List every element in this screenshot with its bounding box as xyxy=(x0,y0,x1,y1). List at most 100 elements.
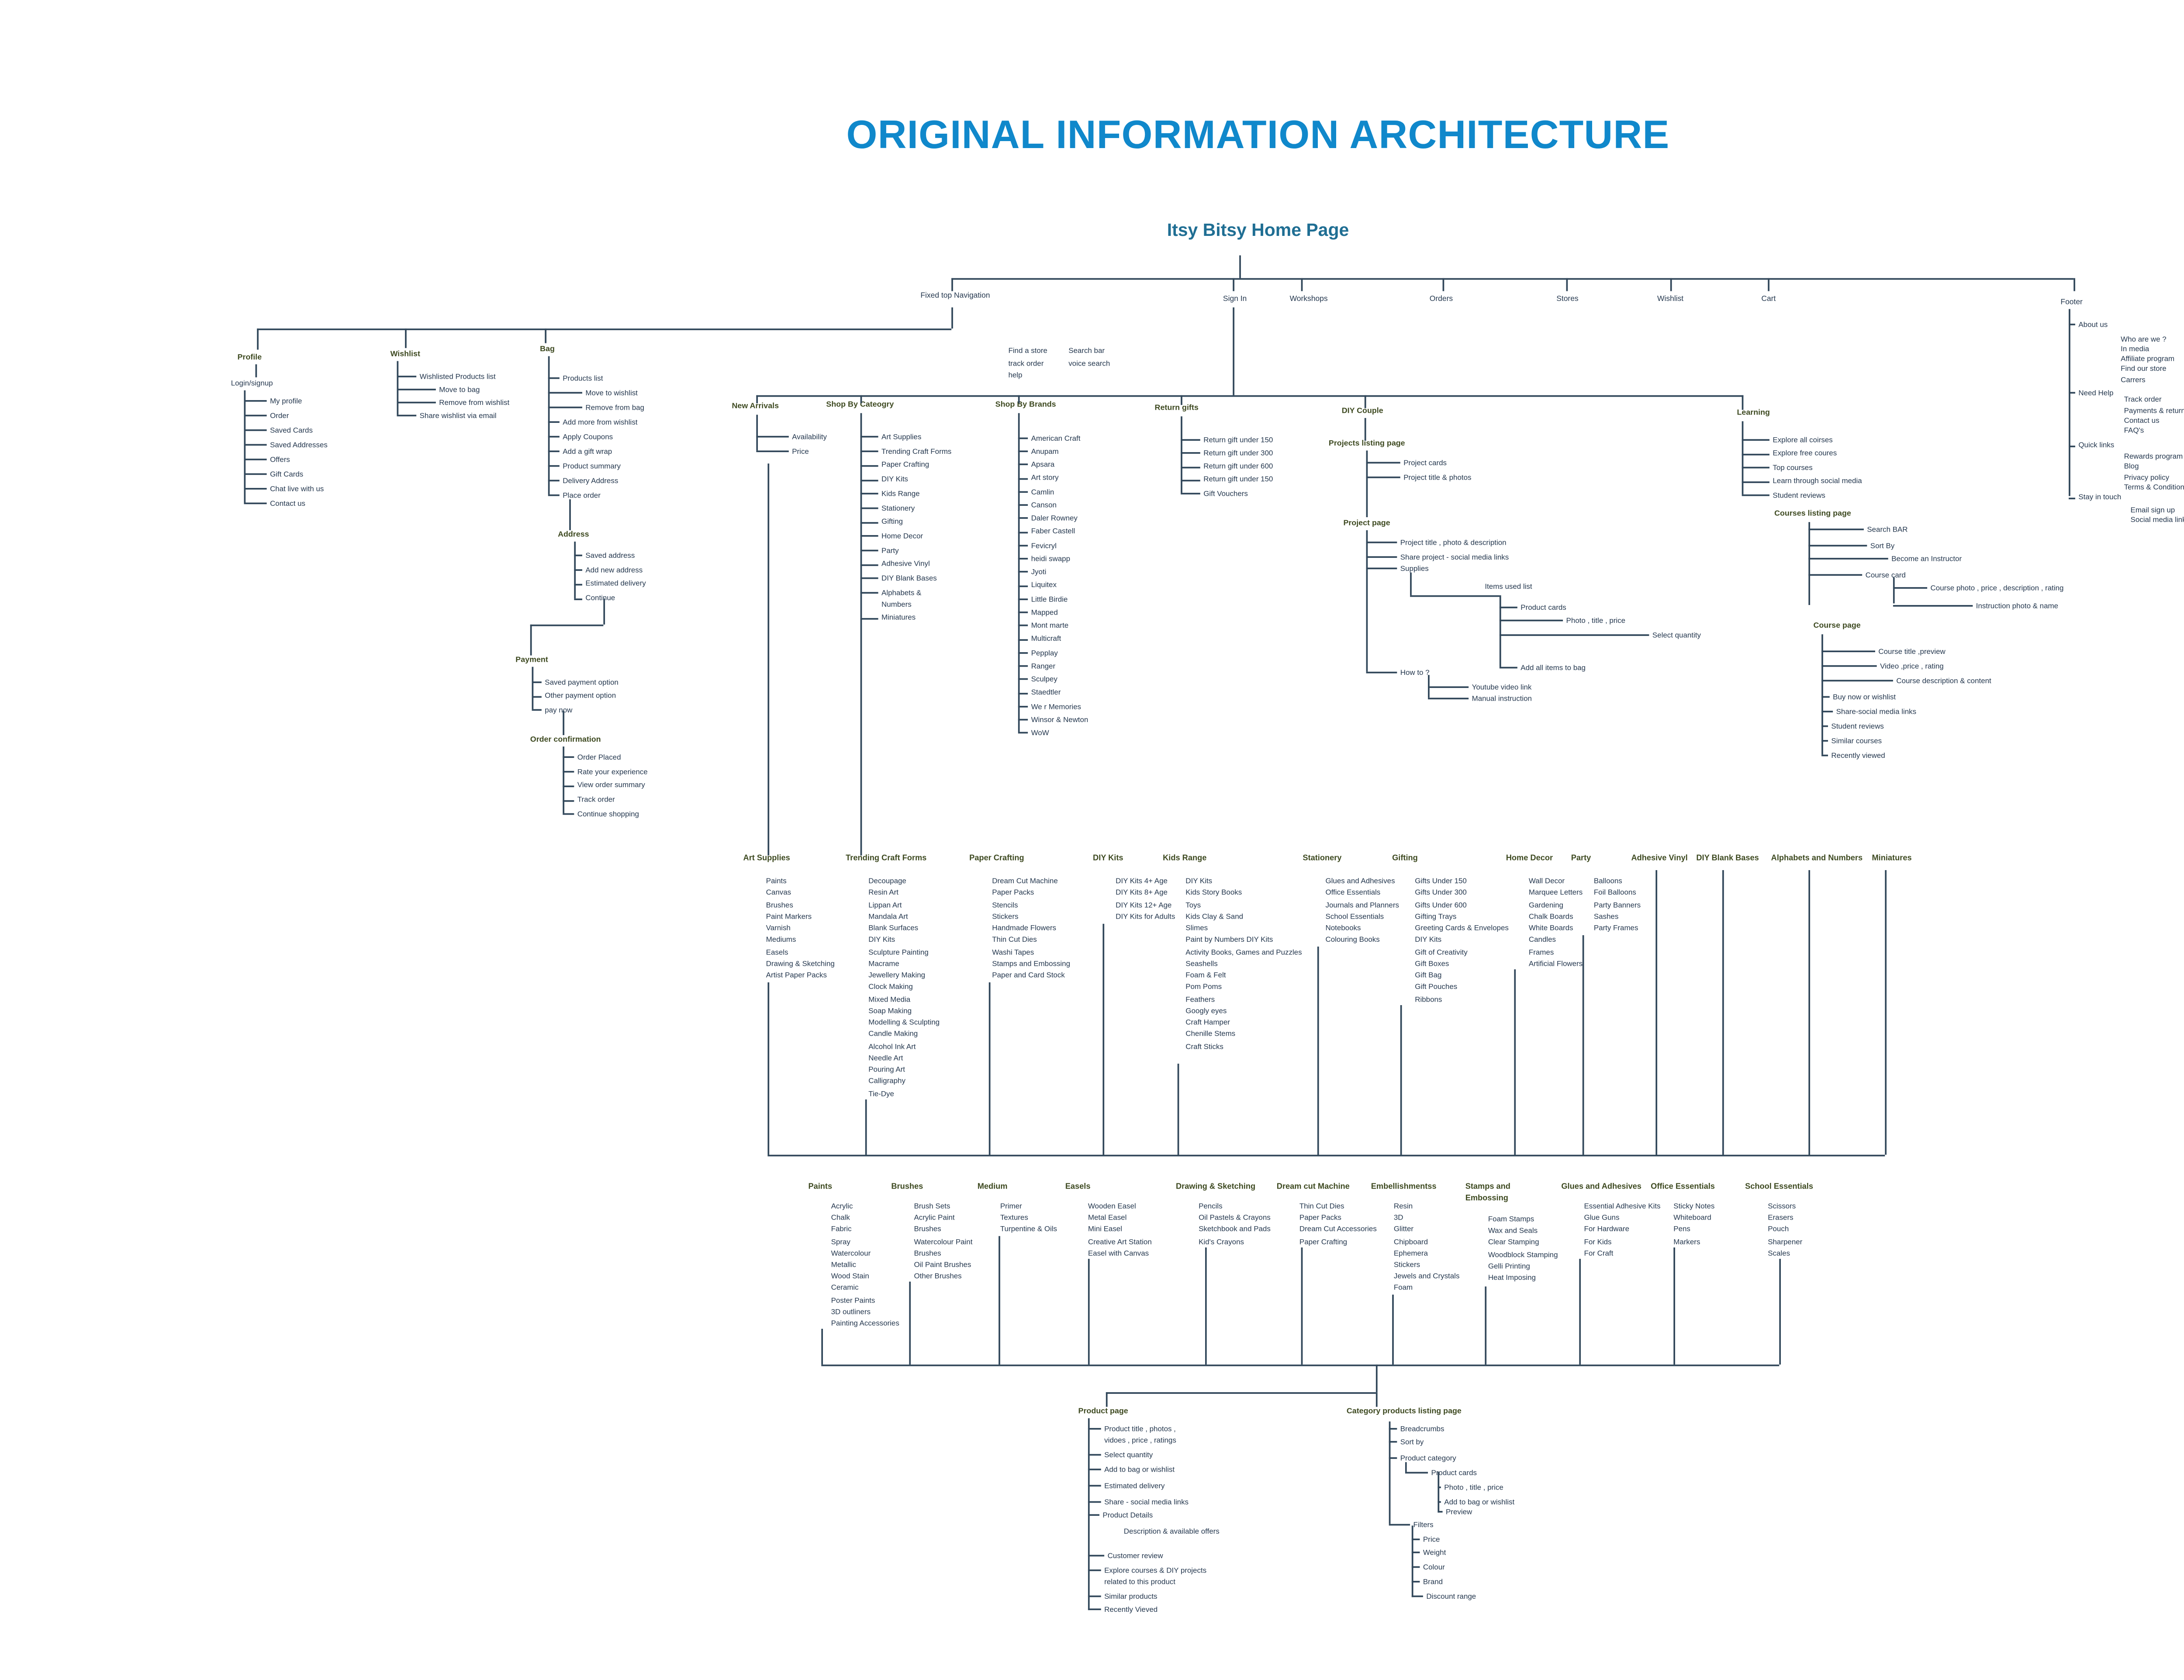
login-signup-item: My profile xyxy=(270,397,302,405)
connector-tick xyxy=(574,555,582,556)
connector-line xyxy=(1655,870,1656,1155)
order-confirmation-item: View order summary xyxy=(577,781,645,790)
home-decor-item: Artificial Flowers xyxy=(1528,959,1583,968)
connector-tick xyxy=(532,681,542,682)
connector-line xyxy=(1106,1392,1376,1393)
connector-tick xyxy=(860,592,878,593)
dream-cut-machine-item: Dream Cut Accessories xyxy=(1299,1225,1377,1234)
connector-line xyxy=(1768,278,1769,291)
connector-tick xyxy=(1411,1566,1420,1568)
shop-by-category-item: Adhesive Vinyl xyxy=(881,560,930,568)
connector-line xyxy=(1239,255,1240,278)
connector-spine xyxy=(548,356,549,494)
connector-tick xyxy=(1018,464,1028,465)
connector-line xyxy=(860,618,861,856)
connector-tick xyxy=(1438,1501,1441,1502)
connector-tick xyxy=(1821,725,1828,726)
address-item: Continue xyxy=(585,594,615,602)
connector-tick xyxy=(1018,665,1028,666)
learning-item: Top courses xyxy=(1773,463,1813,471)
home-decor-item: Marquee Letters xyxy=(1528,888,1583,897)
courses-listing-page-item: Course card xyxy=(1865,570,1906,578)
connector-tick xyxy=(860,578,878,579)
items-used-list-item: Product cards xyxy=(1521,602,1566,611)
connector-line xyxy=(951,278,952,291)
footer-item: Find our store xyxy=(2121,364,2167,373)
product-page-item-line2: vidoes , price , ratings xyxy=(1104,1435,1176,1444)
connector-line xyxy=(1102,923,1104,1155)
bag-item: Place order xyxy=(563,490,601,499)
diy-kits-item: DIY Kits 12+ Age xyxy=(1116,900,1172,909)
payment-title: Payment xyxy=(515,657,548,665)
school-essentials-item: Pouch xyxy=(1768,1225,1789,1234)
kids-range-item: Kids Story Books xyxy=(1185,888,1242,897)
connector-tick xyxy=(1389,1428,1397,1429)
home-decor-title: Home Decor xyxy=(1506,855,1553,864)
school-essentials-item: Sharpener xyxy=(1768,1237,1803,1245)
office-essentials-item: Markers xyxy=(1673,1237,1700,1245)
trending-craft-forms-item: Decoupage xyxy=(868,876,906,885)
connector-tick xyxy=(860,436,878,437)
connector-line xyxy=(530,623,604,625)
embellishments-item: Resin xyxy=(1393,1202,1413,1210)
footer-item: Payments & returns xyxy=(2124,406,2184,415)
alphabets-and-numbers-title: Alphabets and Numbers xyxy=(1771,855,1863,864)
connector-tick xyxy=(1428,686,1469,687)
projects-listing-page-title: Projects listing page xyxy=(1328,441,1405,449)
office-essentials-item: Whiteboard xyxy=(1673,1213,1711,1222)
trending-craft-forms-item: Calligraphy xyxy=(868,1077,905,1085)
connector-tick xyxy=(244,503,267,504)
shop-by-brands-item: Jyoti xyxy=(1031,567,1047,576)
search-bar-item: Search bar xyxy=(1068,346,1105,355)
shop-by-category-item: DIY Kits xyxy=(881,475,908,484)
connector-tick xyxy=(244,430,267,431)
connector-tick xyxy=(548,465,560,466)
brushes-item: Brushes xyxy=(914,1225,941,1234)
trending-craft-forms-item: Clock Making xyxy=(868,982,913,991)
paints-item: Poster Paints xyxy=(831,1295,875,1304)
shop-by-brands-item: Multicraft xyxy=(1031,635,1061,643)
find-store-item: help xyxy=(1008,371,1023,380)
connector-tick xyxy=(563,785,574,786)
connector-spine xyxy=(1366,530,1367,672)
art-supplies-item: Mediums xyxy=(766,935,796,944)
drawing-sketching-item: Pencils xyxy=(1199,1202,1223,1210)
shop-by-category-item: Trending Craft Forms xyxy=(881,446,952,455)
connector-tick xyxy=(756,436,789,437)
paints-item: Watercolour xyxy=(831,1248,871,1257)
stationery-item: Glues and Adhesives xyxy=(1325,876,1395,885)
connector-line xyxy=(821,1328,822,1365)
gifting-item: DIY Kits xyxy=(1415,935,1442,944)
office-essentials-item: Sticky Notes xyxy=(1673,1202,1715,1210)
gifting-item: Gift Pouches xyxy=(1415,982,1458,991)
category-products-listing-page-item: Sort by xyxy=(1400,1438,1424,1446)
category-products-listing-page-item: Weight xyxy=(1423,1547,1446,1556)
footer-item: Need Help xyxy=(2078,388,2114,396)
connector-tick xyxy=(1405,1472,1428,1473)
shop-by-category-item: Miniatures xyxy=(881,613,916,622)
connector-tick xyxy=(1893,605,1973,607)
footer-item: Track order xyxy=(2124,396,2162,404)
trending-craft-forms-item: Sculpture Painting xyxy=(868,947,929,956)
connector-tick xyxy=(2069,324,2075,325)
connector-tick xyxy=(1411,1538,1420,1539)
product-page-item: Recently Vieved xyxy=(1104,1605,1158,1614)
brushes-item: Watercolour Paint xyxy=(914,1237,973,1245)
connector-tick xyxy=(244,444,267,446)
connector-line xyxy=(257,328,952,329)
diy-kits-item: DIY Kits 4+ Age xyxy=(1116,876,1168,885)
course-page-title: Course page xyxy=(1813,623,1861,631)
connector-spine xyxy=(1018,413,1019,733)
course-page-item: Student reviews xyxy=(1831,721,1884,729)
art-supplies-item: Paints xyxy=(766,876,787,885)
party-item: Sashes xyxy=(1593,912,1619,920)
kids-range-item: Craft Sticks xyxy=(1185,1041,1223,1050)
connector-tick xyxy=(1018,705,1028,707)
home-decor-item: Chalk Boards xyxy=(1528,912,1573,920)
trending-craft-forms-item: Blank Surfaces xyxy=(868,923,919,932)
connector-line xyxy=(1375,1392,1377,1407)
product-page-item-line2: related to this product xyxy=(1104,1578,1175,1586)
paper-crafting-item: Dream Cut Machine xyxy=(992,876,1058,885)
shop-by-category-item: Alphabets & xyxy=(881,588,922,597)
course-page-item: Course title ,preview xyxy=(1878,647,1946,656)
